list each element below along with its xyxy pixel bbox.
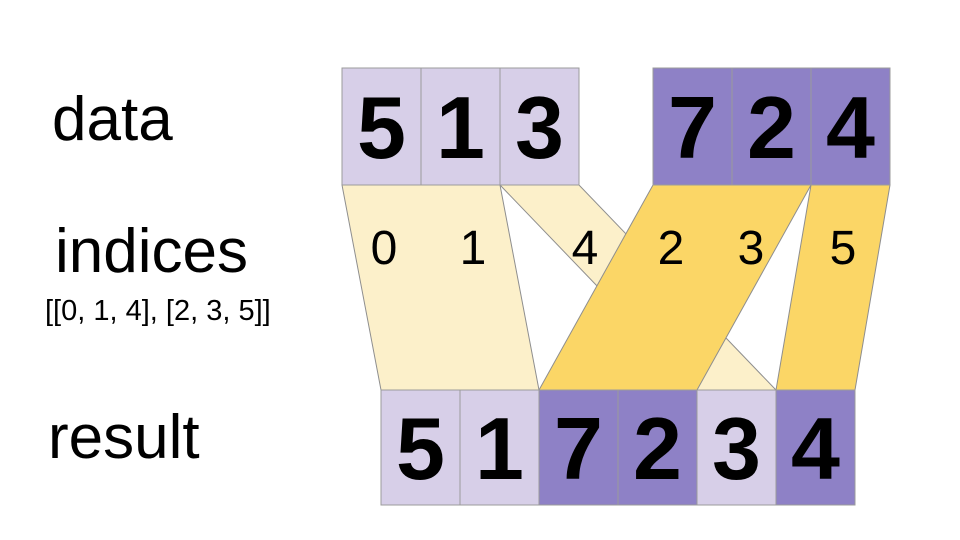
index-bands xyxy=(341,184,891,391)
result-cell xyxy=(775,389,856,506)
result-row-values: 5 1 7 2 3 4 xyxy=(396,399,840,498)
data-cell-value: 3 xyxy=(515,78,564,177)
result-label: result xyxy=(48,403,200,472)
indices-value-text: [[0, 1, 4], [2, 3, 5]] xyxy=(45,295,271,327)
data-cell-value: 4 xyxy=(826,78,875,177)
data-row-group1 xyxy=(341,67,580,186)
data-row-values: 5 1 3 7 2 4 xyxy=(357,78,875,177)
result-cell-value: 5 xyxy=(396,399,445,498)
indices-band-values: 0 1 4 2 3 5 xyxy=(371,222,857,275)
result-cell-value: 7 xyxy=(554,399,603,498)
result-cell xyxy=(380,389,461,506)
result-cell-value: 4 xyxy=(791,399,840,498)
index-value: 3 xyxy=(738,222,765,275)
data-cell-value: 7 xyxy=(668,78,717,177)
data-cell-value: 5 xyxy=(357,78,406,177)
data-cell xyxy=(420,67,501,186)
indices-label: indices xyxy=(55,217,248,286)
result-cell-value: 2 xyxy=(633,399,682,498)
band-indices-0-1 xyxy=(341,184,540,391)
data-cell xyxy=(810,67,891,186)
result-row xyxy=(380,389,856,506)
index-value: 2 xyxy=(658,222,685,275)
result-cell xyxy=(459,389,540,506)
index-value: 0 xyxy=(371,222,398,275)
result-cell xyxy=(696,389,777,506)
data-cell xyxy=(652,67,733,186)
data-cell-value: 2 xyxy=(747,78,796,177)
data-row-group2 xyxy=(652,67,891,186)
data-cell xyxy=(731,67,812,186)
data-cell-value: 1 xyxy=(436,78,485,177)
result-cell-value: 3 xyxy=(712,399,761,498)
index-value: 5 xyxy=(830,222,857,275)
index-value: 1 xyxy=(460,222,487,275)
result-cell xyxy=(617,389,698,506)
result-cell-value: 1 xyxy=(475,399,524,498)
data-label: data xyxy=(52,85,173,154)
data-cell xyxy=(499,67,580,186)
index-value: 4 xyxy=(572,222,599,275)
